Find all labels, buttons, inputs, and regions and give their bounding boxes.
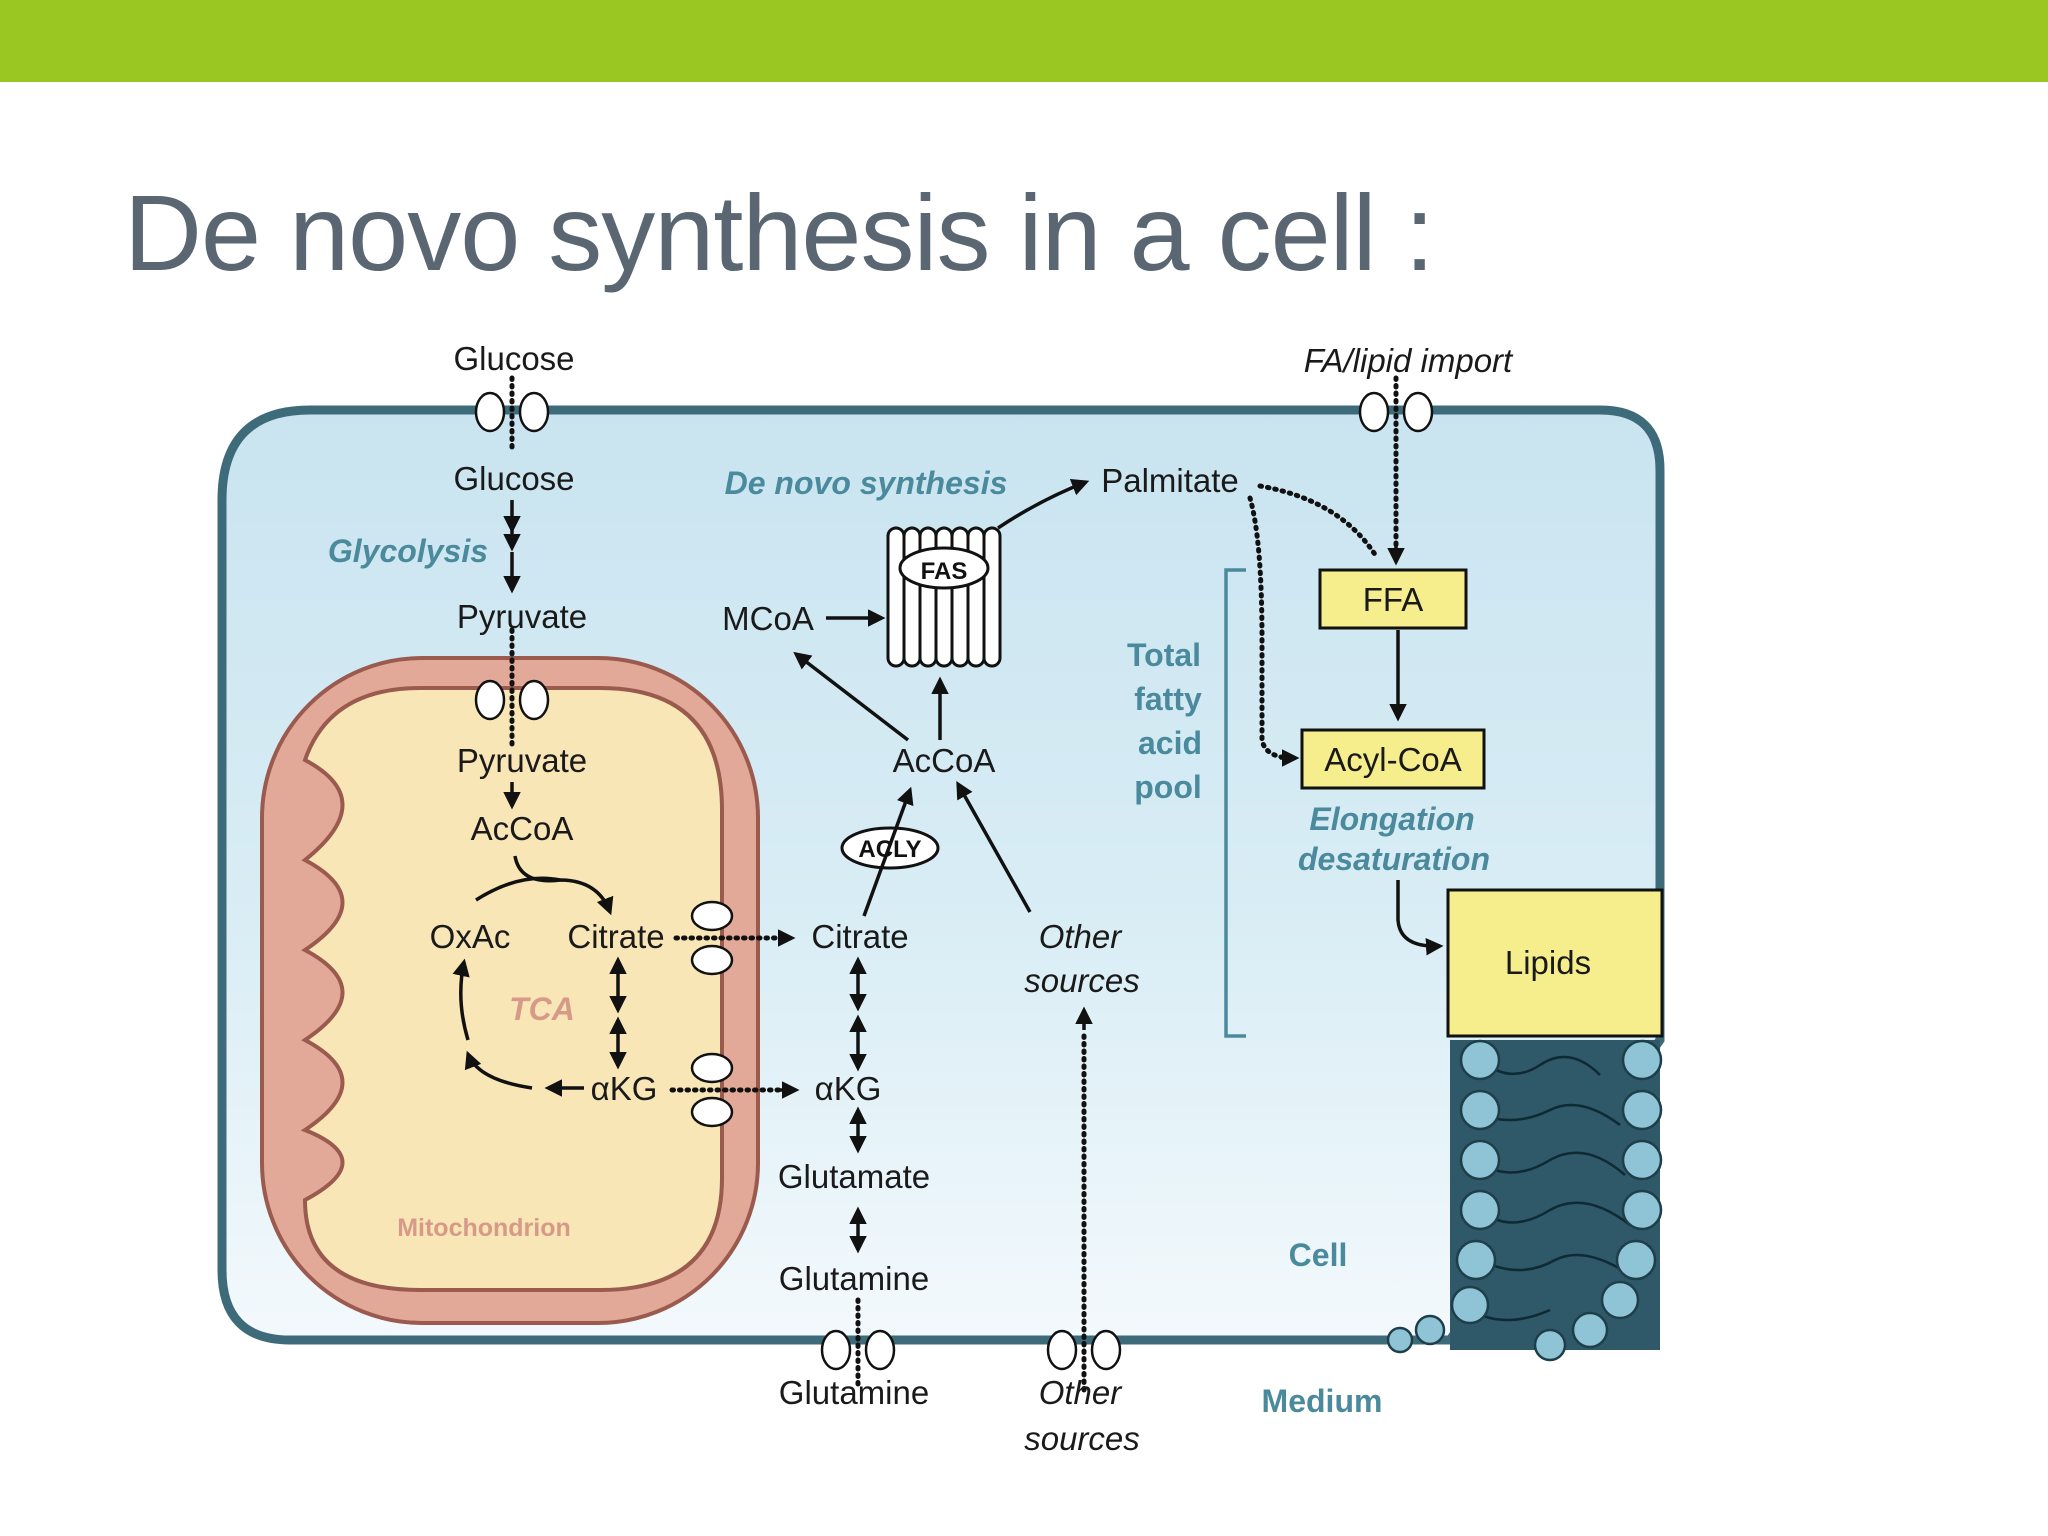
- palmitate-label: Palmitate: [1101, 462, 1239, 499]
- acyl-coa-box: [1300, 728, 1486, 790]
- akg-cyto-label: αKG: [815, 1070, 882, 1107]
- mito-inner-membrane: [300, 686, 724, 1292]
- glucose-inside-label: Glucose: [453, 460, 574, 497]
- citrate-transporter: [690, 900, 734, 976]
- lipid-tails: [1469, 1055, 1631, 1322]
- top-accent-bar-fill: [0, 0, 2048, 82]
- pyruvate-mito-label: Pyruvate: [457, 742, 587, 779]
- citrate-mito-label: Citrate: [567, 918, 664, 955]
- other-sources-outside-line1: Other: [1039, 1374, 1124, 1411]
- other-sources-inside-line1: Other: [1039, 918, 1124, 955]
- pyruvate-transporter: [474, 679, 550, 721]
- lipid-heads: [1386, 1039, 1663, 1362]
- pyruvate-cyto-label: Pyruvate: [457, 598, 587, 635]
- total-fatty-acid-pool-line3: acid: [1138, 725, 1202, 761]
- transport-arrows: [509, 375, 1405, 1393]
- accoa-mito-label: AcCoA: [471, 810, 574, 847]
- fas-label: FAS: [921, 558, 968, 585]
- other-sources-outside-line2: sources: [1024, 1420, 1140, 1457]
- akg-mito-label: αKG: [591, 1070, 658, 1107]
- fa-lipid-import-label: FA/lipid import: [1304, 342, 1514, 379]
- glycolysis-label: Glycolysis: [328, 533, 488, 569]
- ffa-label: FFA: [1363, 581, 1424, 618]
- lipids-box: [1446, 888, 1664, 1038]
- lipids-label: Lipids: [1505, 944, 1591, 981]
- accoa-cyto-label: AcCoA: [893, 742, 996, 779]
- glutamine-outside-label: Glutamine: [779, 1374, 929, 1411]
- acyl-coa-label: Acyl-CoA: [1324, 741, 1462, 778]
- lipid-droplet: [1386, 1039, 1663, 1362]
- fas-complex: FAS: [886, 526, 1002, 668]
- glutamate-label: Glutamate: [778, 1158, 930, 1195]
- cell-label: Cell: [1289, 1237, 1348, 1273]
- glucose-outside-label: Glucose: [453, 340, 574, 377]
- pathway-arrows: [452, 478, 1444, 1254]
- akg-transporter: [690, 1052, 734, 1128]
- mitochondrion: [260, 656, 760, 1325]
- fa-import-transporter: [1358, 391, 1434, 433]
- other-sources-inside-line2: sources: [1024, 962, 1140, 999]
- top-accent-bar: [0, 0, 2048, 82]
- elongation-label: Elongation: [1309, 801, 1474, 837]
- mitochondrion-label: Mitochondrion: [397, 1214, 571, 1242]
- medium-label: Medium: [1262, 1383, 1383, 1419]
- mcoa-label: MCoA: [722, 600, 814, 637]
- glutamine-transporter: [820, 1329, 896, 1371]
- tca-label: TCA: [509, 991, 575, 1027]
- citrate-cyto-label: Citrate: [811, 918, 908, 955]
- total-fatty-acid-pool-line1: Total: [1127, 637, 1201, 673]
- desaturation-label: desaturation: [1298, 841, 1490, 877]
- other-sources-transporter: [1046, 1329, 1122, 1371]
- ffa-box: [1318, 568, 1468, 630]
- glucose-transporter: [474, 391, 550, 433]
- oxac-label: OxAc: [430, 918, 511, 955]
- fatty-acid-pool-bracket: [1224, 568, 1246, 1038]
- total-fatty-acid-pool-line2: fatty: [1134, 681, 1202, 717]
- slide-title: De novo synthesis in a cell :: [124, 172, 1435, 293]
- de-novo-synthesis-label: De novo synthesis: [725, 465, 1008, 501]
- glutamine-inside-label: Glutamine: [779, 1260, 929, 1297]
- fas-badge: [898, 546, 990, 590]
- total-fatty-acid-pool-line4: pool: [1134, 769, 1202, 805]
